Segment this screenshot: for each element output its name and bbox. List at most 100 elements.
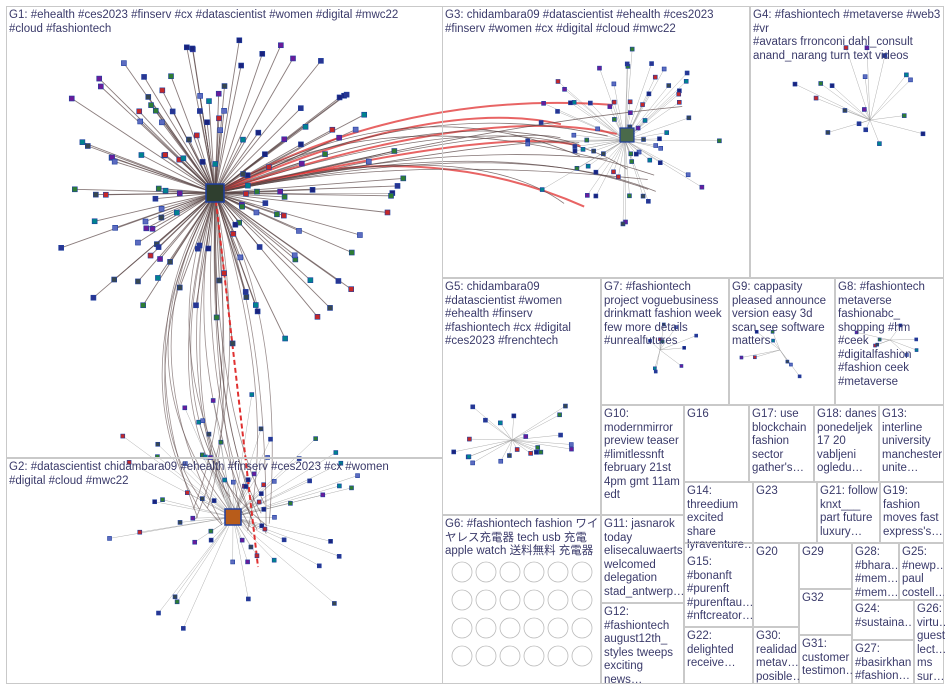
graph-node (629, 159, 635, 164)
graph-edge (214, 86, 225, 194)
group-label-g12: G12: #fashiontech august12th_ styles twe… (604, 606, 674, 686)
graph-node (771, 338, 775, 343)
graph-node (843, 45, 849, 50)
graph-node (361, 111, 368, 118)
graph-edge (170, 76, 216, 194)
graph-node (682, 346, 686, 350)
graph-node (155, 275, 161, 281)
graph-node (562, 86, 567, 92)
graph-node (111, 276, 117, 283)
graph-node (126, 460, 132, 465)
graph-node (162, 152, 169, 158)
graph-node (186, 136, 192, 143)
graph-edge (214, 192, 295, 256)
graph-edge (588, 139, 626, 167)
graph-node (627, 99, 633, 105)
graph-node (261, 507, 267, 512)
graph-edge (877, 339, 891, 345)
graph-edge (214, 107, 302, 194)
graph-node (475, 617, 497, 639)
graph-node (96, 75, 103, 82)
graph-node (174, 599, 180, 605)
graph-edge (511, 439, 537, 453)
graph-node (591, 148, 596, 154)
graph-edge (161, 192, 216, 510)
graph-node (813, 95, 819, 101)
group-label-g9: G9: cappasity pleased announce version e… (732, 281, 826, 347)
graph-node (251, 471, 257, 477)
graph-node (103, 191, 109, 198)
group-label-g1: G1: #ehealth #ces2023 #finserv #cx #data… (9, 9, 399, 35)
graph-edge (203, 192, 258, 530)
graph-node (216, 277, 223, 284)
graph-nodes (58, 37, 926, 667)
group-label-g13: G13: interline university manchester uni… (882, 408, 943, 474)
graph-edge (164, 192, 223, 526)
group-box-g26: G26: virtu… guest lect… ms sur… (914, 600, 945, 684)
graph-node (239, 203, 245, 210)
group-box-g29: G29 (799, 543, 852, 589)
graph-edge (214, 192, 311, 281)
graph-edge (864, 76, 871, 121)
graph-edge (214, 162, 656, 194)
graph-edge (185, 463, 234, 518)
graph-edge (232, 462, 341, 518)
graph-node (789, 362, 793, 367)
graph-node (470, 404, 476, 410)
graph-node (313, 436, 318, 441)
graph-node (568, 100, 573, 106)
graph-node (258, 426, 264, 432)
graph-node (572, 148, 578, 154)
group-box-g28: G28: #bhara… #mem… #mem… (852, 543, 899, 600)
graph-node (206, 431, 212, 437)
graph-edge (856, 332, 891, 341)
graph-edge (174, 516, 234, 597)
group-label-g26: G26: virtu… guest lect… ms sur… (917, 603, 945, 683)
graph-node (856, 121, 862, 127)
graph-edge (214, 126, 581, 194)
graph-node (145, 94, 152, 100)
graph-node (335, 278, 342, 284)
graph-edge (590, 102, 626, 141)
graph-node (451, 645, 473, 667)
graph-node (877, 141, 882, 146)
graph-node (298, 105, 304, 111)
graph-edge (82, 141, 216, 194)
graph-node (243, 190, 249, 197)
graph-edge (741, 349, 781, 358)
graph-edge (232, 516, 320, 567)
graph-node (555, 109, 560, 114)
graph-edge (74, 188, 216, 194)
graph-node (193, 302, 199, 309)
graph-node (511, 413, 517, 419)
graph-node (121, 60, 127, 66)
graph-edge (214, 140, 581, 194)
graph-node (197, 108, 203, 114)
graph-node (181, 626, 186, 631)
graph-node (266, 164, 272, 170)
graph-node (699, 184, 705, 190)
group-box-g32: G32 (799, 589, 852, 635)
hub-node (619, 127, 635, 143)
graph-edge (779, 349, 788, 362)
group-box-g20: G20 (753, 543, 799, 627)
graph-edge (205, 456, 234, 518)
graph-node (137, 118, 143, 125)
graph-edge (659, 327, 677, 351)
graph-edge (232, 480, 310, 518)
graph-node (200, 496, 205, 501)
graph-node (254, 308, 261, 315)
graph-node (262, 151, 268, 158)
graph-node (349, 485, 354, 491)
graph-node (535, 445, 541, 450)
graph-node (539, 187, 545, 192)
graph-node (571, 132, 577, 138)
graph-node (307, 277, 314, 283)
graph-node (155, 244, 162, 250)
group-box-g30: G30: realidad metav… posible… (753, 627, 800, 684)
graph-edge (659, 347, 685, 351)
group-label-g28: G28: #bhara… #mem… #mem… (855, 546, 899, 599)
graph-edge (137, 192, 216, 243)
group-label-g11: G11: jasnarok today elisecaluwaerts welc… (604, 518, 684, 598)
